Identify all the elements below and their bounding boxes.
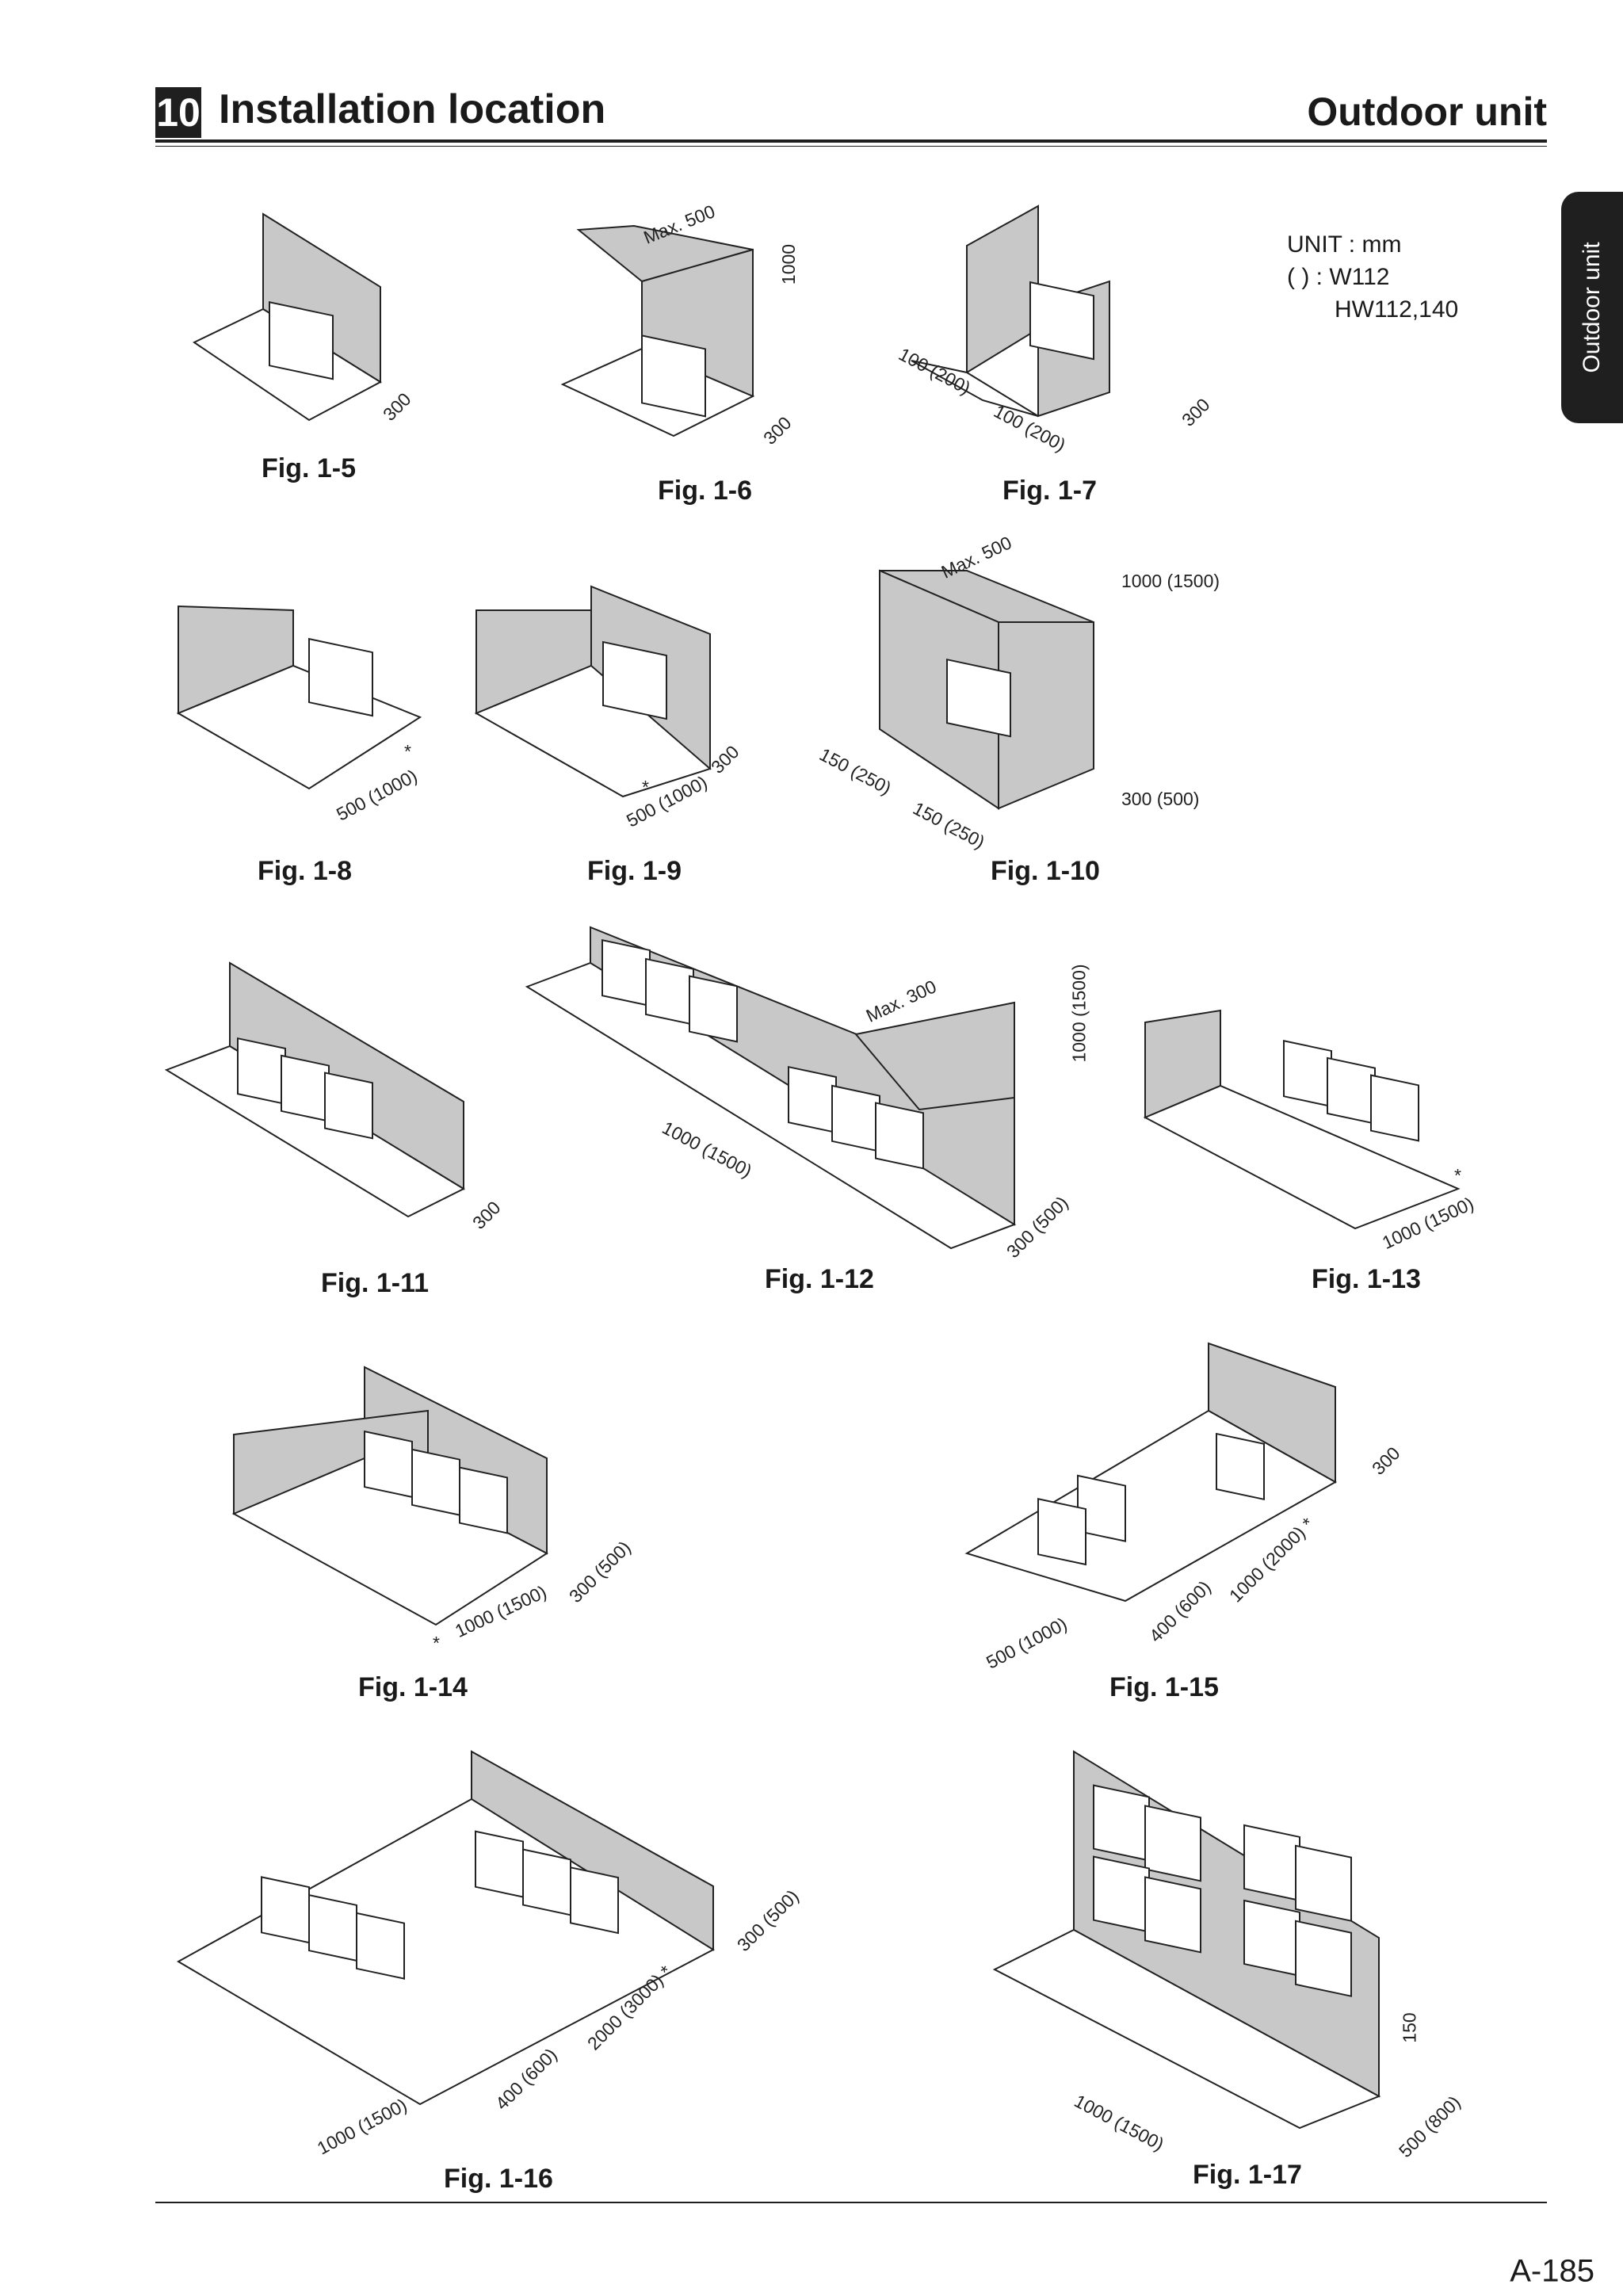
figure-caption: Fig. 1-5 xyxy=(262,453,357,483)
diagram-1-8 xyxy=(176,605,422,790)
side-tab: Outdoor unit xyxy=(1561,192,1623,423)
figure-caption: Fig. 1-6 xyxy=(658,476,753,506)
figure-caption: Fig. 1-17 xyxy=(1193,2160,1302,2190)
figure-caption: Fig. 1-11 xyxy=(321,1268,430,1298)
dim-label: * xyxy=(642,777,649,797)
side-tab-label: Outdoor unit xyxy=(1579,242,1605,373)
page-title: Installation location xyxy=(219,86,606,132)
figure-caption: Fig. 1-10 xyxy=(991,856,1100,886)
dim-label: 300 (500) xyxy=(1121,789,1200,809)
diagram-1-16 xyxy=(176,1750,716,2106)
dim-label: * xyxy=(433,1633,440,1653)
figure-caption: Fig. 1-12 xyxy=(765,1264,874,1294)
dim-label: 1000 (1500) xyxy=(1121,571,1220,591)
dim-label: 1000 xyxy=(778,243,800,285)
diagram-1-10 xyxy=(879,569,1094,810)
section-title: Outdoor unit xyxy=(1307,90,1547,134)
diagram-1-14 xyxy=(231,1366,548,1626)
figure-caption: Fig. 1-7 xyxy=(1002,476,1098,506)
section-number-badge: 10 xyxy=(155,87,201,138)
diagram-1-15 xyxy=(964,1342,1338,1603)
diagram-1-11 xyxy=(164,961,466,1218)
dim-label: 1000 (1500) xyxy=(1068,964,1090,1063)
footer-rule xyxy=(155,2202,1547,2203)
figure-caption: Fig. 1-9 xyxy=(587,856,682,886)
diagram-1-12 xyxy=(525,926,1017,1250)
figure-caption: Fig. 1-8 xyxy=(258,856,353,886)
figure-caption: Fig. 1-16 xyxy=(444,2164,553,2194)
diagram-1-7 xyxy=(911,204,1110,418)
dim-label: * xyxy=(404,741,411,762)
diagram-1-17 xyxy=(992,1750,1381,2130)
unit-note-line: ( ) : W112 xyxy=(1287,264,1390,290)
page-number: A-185 xyxy=(1510,2253,1594,2289)
dim-label: 150 xyxy=(1399,2012,1420,2043)
diagram-1-9 xyxy=(474,585,712,798)
header-rule xyxy=(155,139,1547,143)
diagram-1-13 xyxy=(1143,1009,1461,1230)
unit-note: UNIT : mm ( ) : W112 HW112,140 xyxy=(1287,228,1458,326)
figure-caption: Fig. 1-13 xyxy=(1312,1264,1421,1294)
unit-note-line: HW112,140 xyxy=(1335,296,1459,323)
figure-caption: Fig. 1-15 xyxy=(1109,1672,1219,1702)
diagram-1-6 xyxy=(560,224,755,437)
figure-caption: Fig. 1-14 xyxy=(358,1672,468,1702)
unit-note-line: UNIT : mm xyxy=(1287,231,1402,258)
diagram-1-5 xyxy=(192,212,383,422)
header-rule-thin xyxy=(155,146,1547,147)
dim-label: * xyxy=(1454,1165,1461,1186)
